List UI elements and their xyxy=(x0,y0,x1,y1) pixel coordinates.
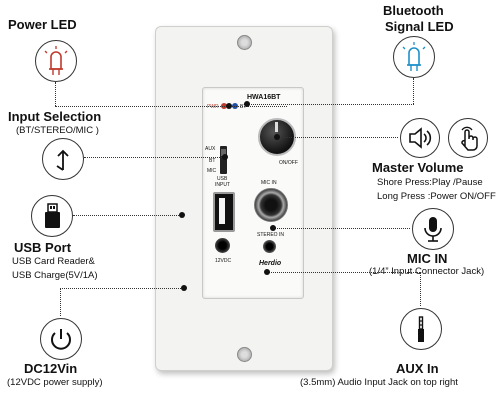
wall-plate: HWA16BT PWR BT AUX BT MIC ON/OFF USB INP… xyxy=(155,26,333,371)
module-face: HWA16BT PWR BT AUX BT MIC ON/OFF USB INP… xyxy=(202,87,304,299)
bt-led-title-line1: Bluetooth xyxy=(383,3,444,18)
stereo-in-jack[interactable] xyxy=(263,240,276,253)
speaker-callout-circle xyxy=(400,118,440,158)
usb-port[interactable] xyxy=(213,192,235,232)
power-led-callout-circle xyxy=(35,40,77,82)
mic-in-jack[interactable] xyxy=(254,188,288,222)
bt-switch-label: BT xyxy=(209,158,216,164)
master-volume-sub2: Long Press :Power ON/OFF xyxy=(377,191,496,202)
aux-in-title: AUX In xyxy=(396,361,439,376)
bt-led-callout-circle xyxy=(393,36,435,78)
model-label: HWA16BT xyxy=(247,94,281,101)
dc12vin-title: DC12Vin xyxy=(24,361,78,376)
blue-led-icon xyxy=(402,42,426,71)
input-selection-sub: (BT/STEREO/MIC ) xyxy=(16,125,99,136)
usb-port-sub1: USB Card Reader& xyxy=(12,256,95,267)
press-hand-icon xyxy=(461,126,478,151)
input-selection-title: Input Selection xyxy=(8,109,102,124)
selector-arrow-icon xyxy=(56,149,69,171)
dc12vin-sub: (12VDC power supply) xyxy=(7,377,103,388)
aux-in-sub: (3.5mm) Audio Input Jack on top right xyxy=(300,377,458,388)
aux-switch-label: AUX xyxy=(205,146,216,152)
master-volume-title: Master Volume xyxy=(372,160,464,175)
red-led-icon xyxy=(44,46,68,75)
usb-label-line1: USB xyxy=(217,176,228,182)
usb-label-line2: INPUT xyxy=(215,182,230,188)
usb-port-sub2: USB Charge(5V/1A) xyxy=(12,270,98,281)
dc-callout-circle xyxy=(40,318,82,360)
usb-stick-icon xyxy=(45,203,60,228)
usb-callout-circle xyxy=(31,195,73,237)
mic-callout-circle xyxy=(412,208,454,250)
touch-callout-circle xyxy=(448,118,488,158)
mic-switch-label: MIC xyxy=(207,168,217,174)
top-screw xyxy=(237,35,252,50)
mic-in-label: MIC IN xyxy=(261,180,277,186)
aux-callout-circle xyxy=(400,308,442,350)
dc-jack[interactable] xyxy=(215,238,230,253)
stereo-in-label: STEREO IN xyxy=(257,232,284,238)
dc-label: 12VDC xyxy=(215,258,232,264)
usb-port-title: USB Port xyxy=(14,240,72,255)
speaker-icon xyxy=(409,127,432,149)
input-selection-callout-circle xyxy=(42,138,84,180)
bt-label: BT xyxy=(240,104,247,110)
bt-led-title-line2: Signal LED xyxy=(385,19,454,34)
mic-in-sub: (1/4” Input Connector Jack) xyxy=(369,266,485,277)
mic-in-title: MIC IN xyxy=(407,251,448,266)
bottom-screw xyxy=(237,347,252,362)
brand-logo: Herdio xyxy=(259,260,282,267)
master-volume-sub1: Shore Press:Play /Pause xyxy=(377,177,483,188)
power-led-title: Power LED xyxy=(8,17,77,32)
onoff-label: ON/OFF xyxy=(279,160,298,166)
pwr-label: PWR xyxy=(207,104,219,110)
audio-jack-icon xyxy=(418,316,424,342)
microphone-icon xyxy=(424,217,442,242)
input-selector-switch[interactable] xyxy=(220,146,227,174)
power-icon xyxy=(51,329,71,350)
